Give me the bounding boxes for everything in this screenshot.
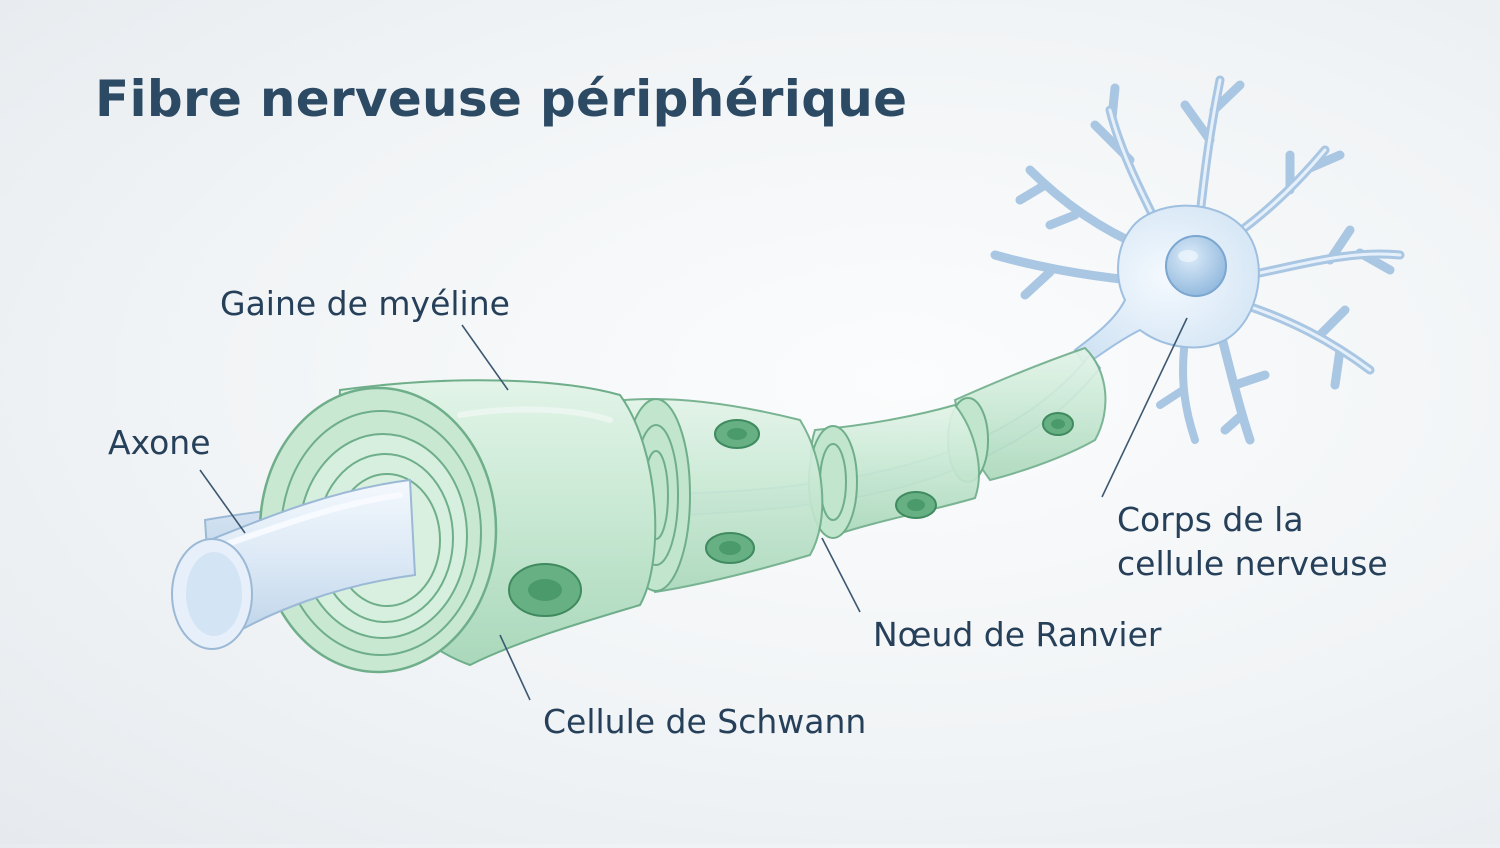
myelin-segment-3 (808, 403, 980, 539)
page-title: Fibre nerveuse périphérique (95, 70, 908, 128)
leader-ranvier (821, 537, 861, 613)
label-cell-body-line1: Corps de la (1117, 500, 1304, 539)
label-node-of-ranvier: Nœud de Ranvier (873, 615, 1162, 654)
label-cell-body-line2: cellule nerveuse (1117, 544, 1388, 583)
leader-myelin (461, 324, 509, 391)
label-schwann-cell: Cellule de Schwann (543, 702, 867, 741)
leader-schwann (499, 634, 531, 701)
leader-axon (199, 469, 246, 534)
leader-cell-body (1101, 317, 1188, 498)
label-myelin-sheath: Gaine de myéline (220, 284, 510, 323)
neuron-nucleus (1165, 235, 1227, 297)
label-axon: Axone (108, 423, 211, 462)
axon-front-end (171, 478, 417, 650)
leader-lines (199, 317, 1188, 701)
label-cell-body: Corps de la cellule nerveuse (1117, 498, 1388, 586)
